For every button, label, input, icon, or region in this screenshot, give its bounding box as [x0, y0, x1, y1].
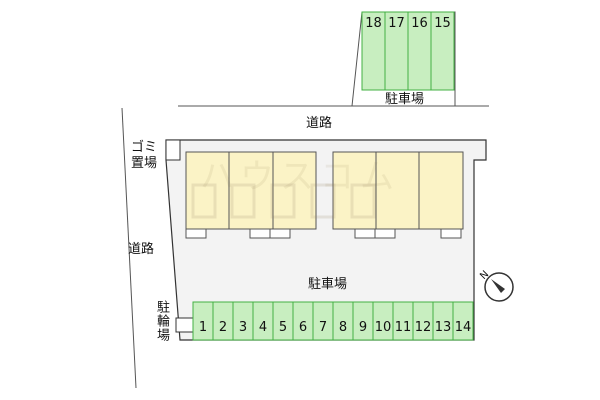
top-slot-number: 18 — [365, 16, 382, 31]
parking-slot-number: 7 — [318, 320, 328, 335]
parking-slot — [452, 301, 474, 341]
top-slot-15 — [430, 11, 455, 91]
road-top-label: 道路 — [306, 116, 333, 131]
main-parking-label: 駐車場 — [308, 277, 348, 292]
parking-slot-number: 5 — [278, 320, 288, 335]
building-right — [332, 151, 464, 239]
parking-slot-number: 14 — [454, 320, 472, 335]
bottom-parking-row — [192, 301, 474, 341]
watermark-logo — [191, 183, 376, 219]
bicycle-box — [175, 317, 194, 333]
parking-slot-number: 2 — [218, 320, 228, 335]
garbage-label: ゴミ置場 — [131, 140, 158, 171]
parking-slot-number: 1 — [198, 320, 208, 335]
compass-icon — [484, 272, 514, 302]
parking-slot-number: 8 — [338, 320, 348, 335]
top-slot-number: 15 — [434, 16, 451, 31]
parking-slot-number: 6 — [298, 320, 308, 335]
road-left-label: 道路 — [128, 242, 155, 257]
parking-slot-number: 10 — [374, 320, 392, 335]
parking-slot-number: 12 — [414, 320, 432, 335]
building-left — [185, 151, 317, 239]
garbage-box — [165, 139, 181, 161]
parking-slot-number: 4 — [258, 320, 268, 335]
top-slot-number: 17 — [388, 16, 405, 31]
top-parking-slots — [361, 11, 455, 91]
watermark-text: ハウスコム — [200, 157, 400, 197]
bicycle-parking-label: 駐輪場 — [154, 300, 169, 342]
road-left-line — [121, 107, 137, 389]
top-slot-number: 16 — [411, 16, 428, 31]
parking-slot-number: 11 — [394, 320, 412, 335]
parking-slot-number: 13 — [434, 320, 452, 335]
parking-slot-number: 9 — [358, 320, 368, 335]
parking-slot-number: 3 — [238, 320, 248, 335]
top-parking-label: 駐車場 — [385, 92, 425, 107]
